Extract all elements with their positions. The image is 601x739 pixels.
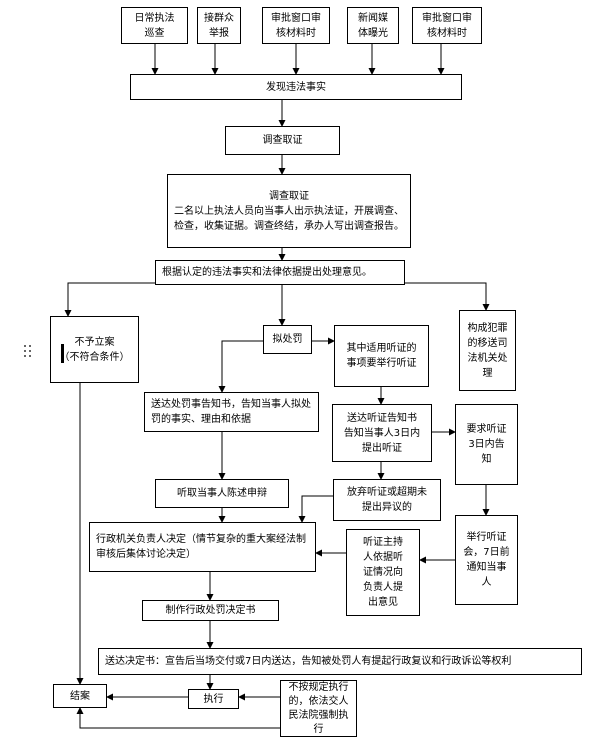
- no-case-box: 不予立案 （不符合条件）: [50, 316, 139, 383]
- hearing-applicable: 其中适用听证的 事项要举行听证: [334, 325, 429, 387]
- arrow-opinion-crime: [405, 282, 490, 311]
- notice-hearing: 送达听证告知书 告知当事人3日内 提出听证: [332, 404, 432, 462]
- discover-violation: 发现违法事实: [130, 74, 462, 100]
- request-hearing: 要求听证 3日内告 知: [455, 404, 518, 485]
- deliver-decision: 送达决定书：宣告后当场交付或7日内送达，告知被处罚人有提起行政复议和行政诉讼等权…: [98, 648, 582, 675]
- drag-handle-icon[interactable]: [24, 345, 32, 361]
- head-decision: 行政机关负责人决定（情节复杂的重大案经法制审核后集体讨论决定）: [89, 522, 316, 572]
- court-enforce: 不按规定执行的，依法交人民法院强制执行: [280, 680, 357, 737]
- investigate-title: 调查取证: [225, 126, 340, 155]
- propose-penalty: 拟处罚: [263, 325, 312, 354]
- source-approval-window-2: 审批窗口审 核材料时: [412, 7, 482, 44]
- arrow-court-close: [76, 707, 280, 729]
- close-case: 结案: [53, 684, 107, 708]
- waive-hearing: 放弃听证或超期未 提出异议的: [333, 479, 441, 521]
- crime-transfer: 构成犯罪 的移送司 法机关处 理: [459, 310, 516, 391]
- source-daily-inspection: 日常执法 巡查: [121, 7, 188, 44]
- arrow-penalty-notice: [218, 340, 263, 393]
- investigate-detail: 调查取证 二名以上执法人员向当事人出示执法证，开展调查、检查，收集证据。调查终结…: [167, 174, 411, 248]
- source-public-report: 接群众 举报: [197, 7, 241, 44]
- arrow-waive-decision: [298, 495, 333, 523]
- hear-defense: 听取当事人陈述申辩: [155, 479, 289, 508]
- source-approval-window-1: 审批窗口审 核材料时: [262, 7, 330, 44]
- make-decision: 制作行政处罚决定书: [142, 600, 279, 621]
- host-opinion: 听证主持 人依据听 证情况向 负责人提 出意见: [346, 529, 420, 616]
- hold-hearing: 举行听证 会，7日前 通知当事 人: [455, 515, 518, 605]
- handling-opinion: 根据认定的违法事实和法律依据提出处理意见。: [155, 260, 405, 285]
- execute: 执行: [188, 689, 239, 709]
- arrow-opinion-nocase: [64, 282, 155, 317]
- text-cursor: [61, 344, 64, 363]
- source-media-exposure: 新闻媒 体曝光: [347, 7, 399, 44]
- notice-penalty: 送达处罚事告知书，告知当事人拟处罚的事实、理由和依据: [144, 392, 319, 432]
